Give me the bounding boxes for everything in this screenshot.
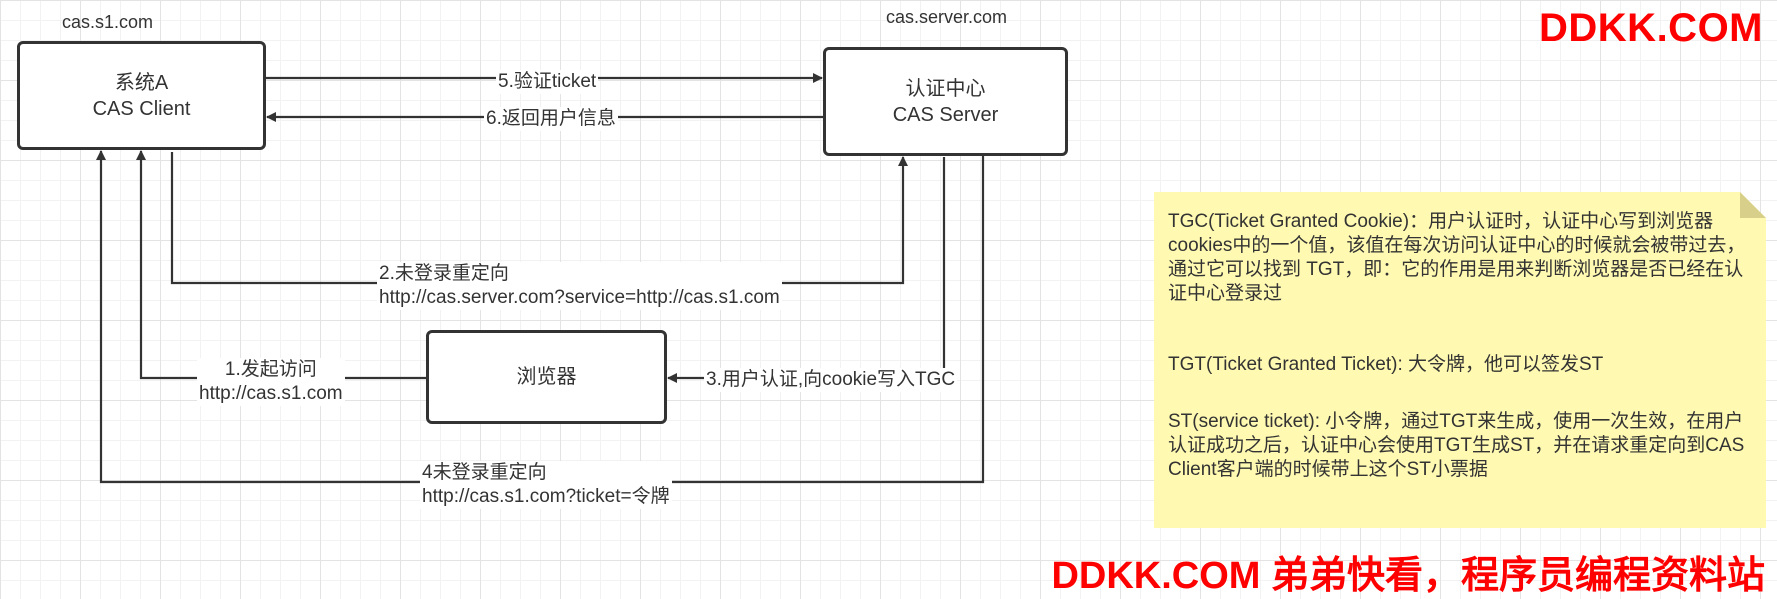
edge-2-label: 2.未登录重定向 http://cas.server.com?service=h… bbox=[377, 262, 782, 310]
cas-client-role: CAS Client bbox=[92, 97, 191, 120]
browser-box: 浏览器 bbox=[426, 330, 667, 424]
browser-label: 浏览器 bbox=[516, 366, 577, 388]
edge-2-label-title: 2.未登录重定向 bbox=[379, 263, 509, 284]
edge-1-label-url: http://cas.s1.com bbox=[199, 383, 343, 404]
edge-6-label: 6.返回用户信息 bbox=[484, 107, 618, 131]
cas-server-name: 认证中心 bbox=[905, 77, 986, 100]
edge-1-label: 1.发起访问 http://cas.s1.com bbox=[197, 358, 345, 406]
cas-server-role: CAS Server bbox=[892, 103, 999, 126]
cas-client-box: 系统A CAS Client bbox=[17, 41, 266, 150]
note-tgt: TGT(Ticket Granted Ticket): 大令牌，他可以签发ST bbox=[1168, 354, 1604, 375]
watermark-top: DDKK.COM bbox=[1539, 6, 1763, 50]
client-domain-label: cas.s1.com bbox=[62, 12, 154, 32]
edge-2-label-url: http://cas.server.com?service=http://cas… bbox=[379, 287, 780, 308]
server-domain-label: cas.server.com bbox=[886, 7, 1008, 27]
edge-4-label-url: http://cas.s1.com?ticket=令牌 bbox=[422, 486, 670, 507]
edge-4-line bbox=[96, 150, 985, 484]
cas-server-box: 认证中心 CAS Server bbox=[823, 47, 1068, 156]
edge-1-label-title: 1.发起访问 bbox=[224, 359, 317, 380]
glossary-note: TGC(Ticket Granted Cookie)：用户认证时，认证中心写到浏… bbox=[1154, 192, 1766, 528]
cas-client-name: 系统A bbox=[114, 71, 169, 94]
edge-5-label: 5.验证ticket bbox=[496, 70, 599, 94]
edge-3-label: 3.用户认证,向cookie写入TGC bbox=[704, 368, 958, 392]
edge-4-label-title: 4未登录重定向 bbox=[422, 462, 547, 483]
watermark-bottom: DDKK.COM 弟弟快看，程序员编程资料站 bbox=[1051, 555, 1765, 597]
note-tgc: TGC(Ticket Granted Cookie)：用户认证时，认证中心写到浏… bbox=[1168, 211, 1746, 304]
note-st: ST(service ticket): 小令牌，通过TGT来生成，使用一次生效，… bbox=[1168, 411, 1745, 480]
edge-4-label: 4未登录重定向 http://cas.s1.com?ticket=令牌 bbox=[420, 461, 672, 509]
